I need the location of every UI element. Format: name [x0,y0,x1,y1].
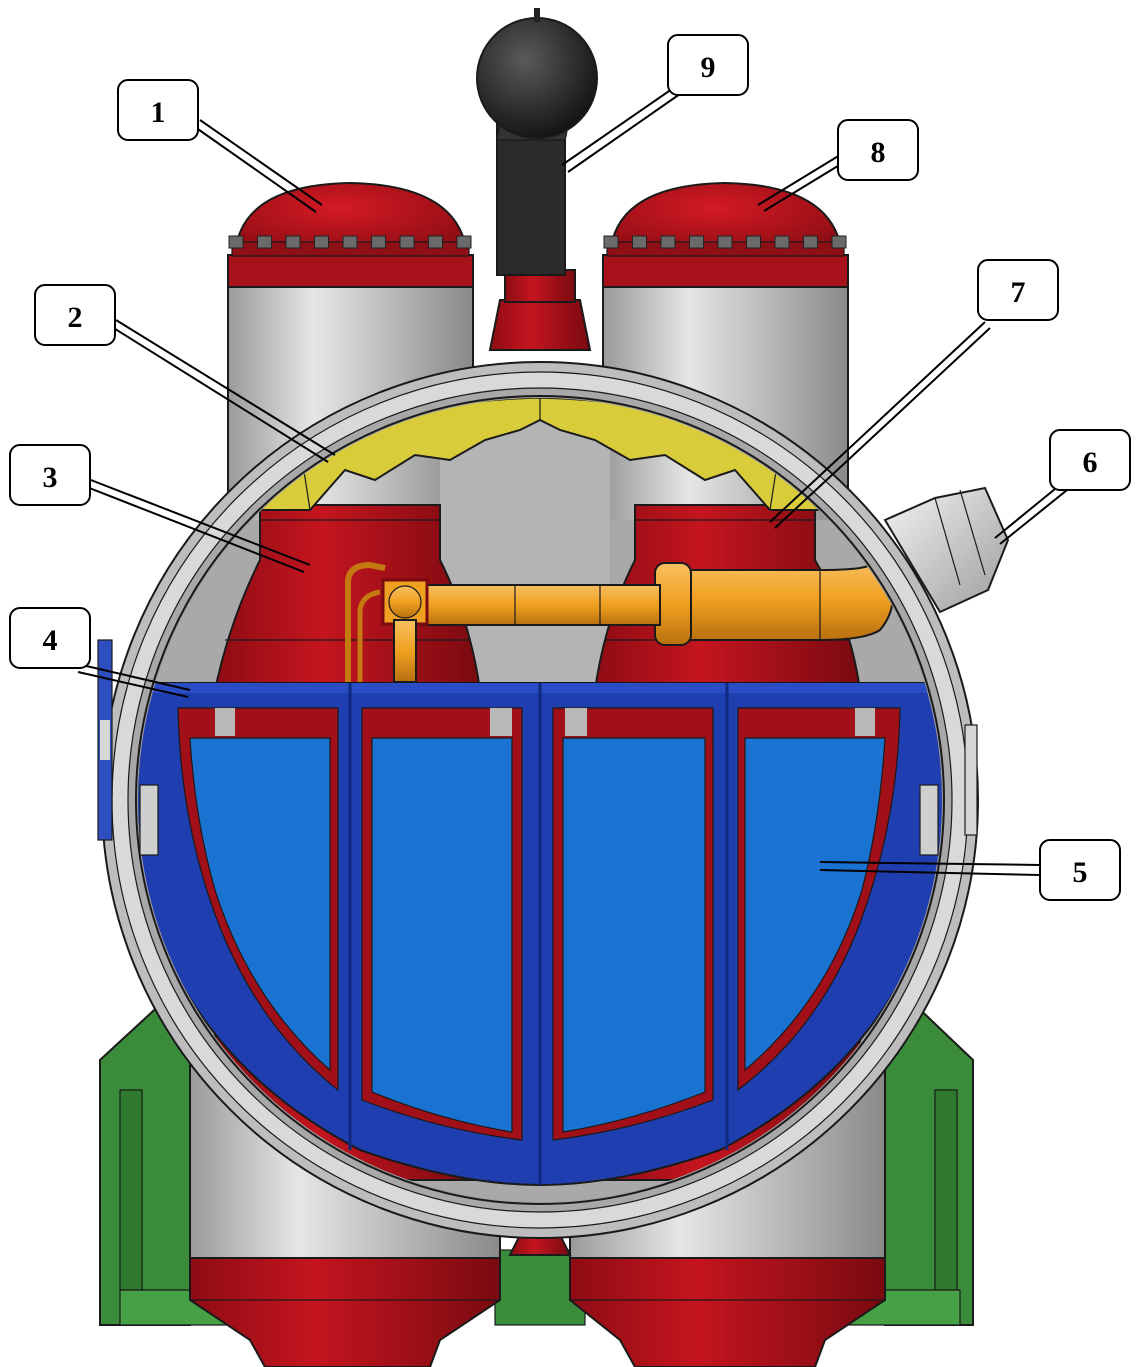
top-dome-left [227,181,474,288]
flange-bolt [831,235,847,249]
connecting-pipe [345,559,894,690]
flange-bolt [342,235,358,249]
svg-text:3: 3 [43,461,58,494]
flange-bolt [746,235,761,249]
svg-text:1: 1 [151,96,166,129]
flange-bolt [803,235,818,249]
callout-3: 3 [9,444,91,506]
side-brackets [97,639,978,856]
flange-bolt [314,235,329,249]
flange-bolt [428,235,443,249]
support-saddles [99,999,974,1326]
flange-bolt [774,235,790,249]
svg-text:9: 9 [701,51,716,84]
flange-bolt [689,235,704,249]
side-nozzle [883,486,1010,614]
svg-text:6: 6 [1083,446,1098,479]
flange-bolt [632,235,647,249]
svg-text:5: 5 [1073,856,1088,889]
flange-bolt [399,235,415,249]
vent-stack [476,8,598,351]
flange-bolt [371,235,386,249]
flange-bolt [603,235,619,249]
callout-7: 7 [977,259,1059,321]
flange-bolt [257,235,272,249]
flange-bolt [717,235,733,249]
top-dome-right [602,181,849,288]
svg-text:2: 2 [68,301,83,334]
storage-cells [177,683,901,1185]
svg-text:4: 4 [43,624,58,657]
shell-interior [138,398,942,1202]
svg-text:7: 7 [1011,276,1026,309]
callout-6: 6 [1049,429,1131,491]
callout-4: 4 [9,607,91,669]
callout-2: 2 [34,284,116,346]
svg-text:8: 8 [871,136,886,169]
callout-1: 1 [117,79,199,141]
callout-9: 9 [667,34,749,96]
flange-bolt [228,235,244,249]
flange-bolt [285,235,301,249]
callout-5: 5 [1039,839,1121,901]
leader-lines [73,79,1073,876]
flange-bolt [456,235,472,249]
flange-bolt [660,235,676,249]
flange-bolts [228,235,847,249]
callout-8: 8 [837,119,919,181]
